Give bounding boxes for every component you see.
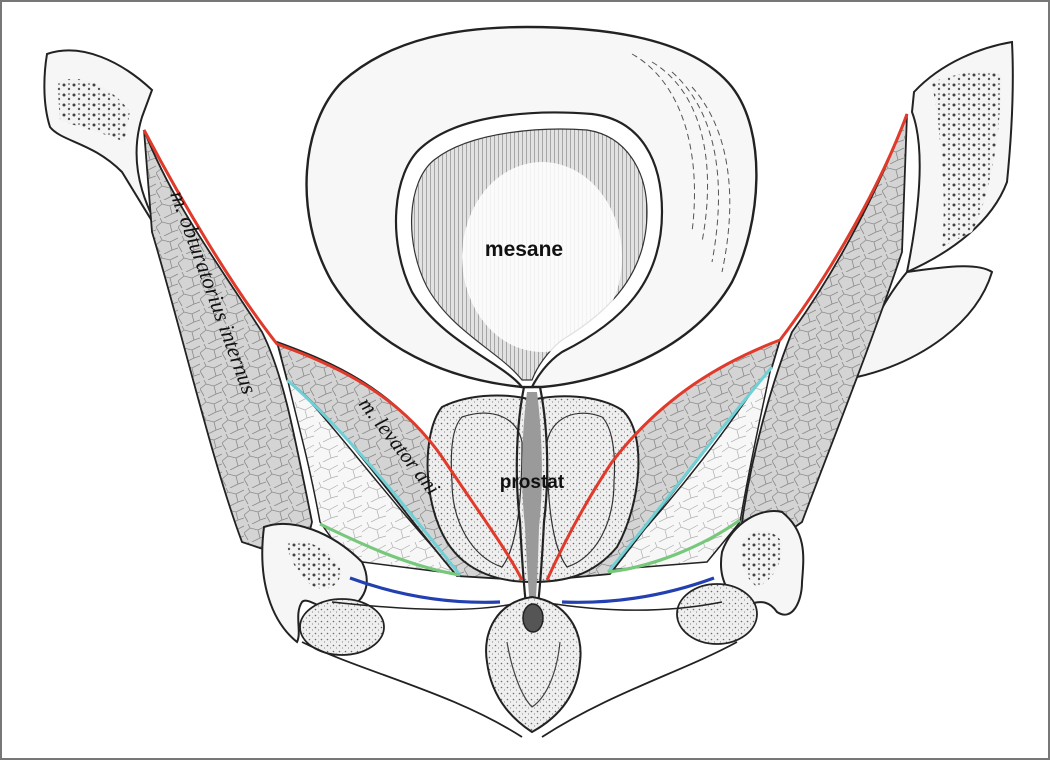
bladder-label: mesane [485, 238, 563, 261]
prostate-label: prostat [500, 472, 565, 493]
right-ischial-tuberosity [677, 584, 757, 644]
left-blue-fascia-line [350, 578, 500, 602]
urethral-opening [523, 604, 543, 632]
